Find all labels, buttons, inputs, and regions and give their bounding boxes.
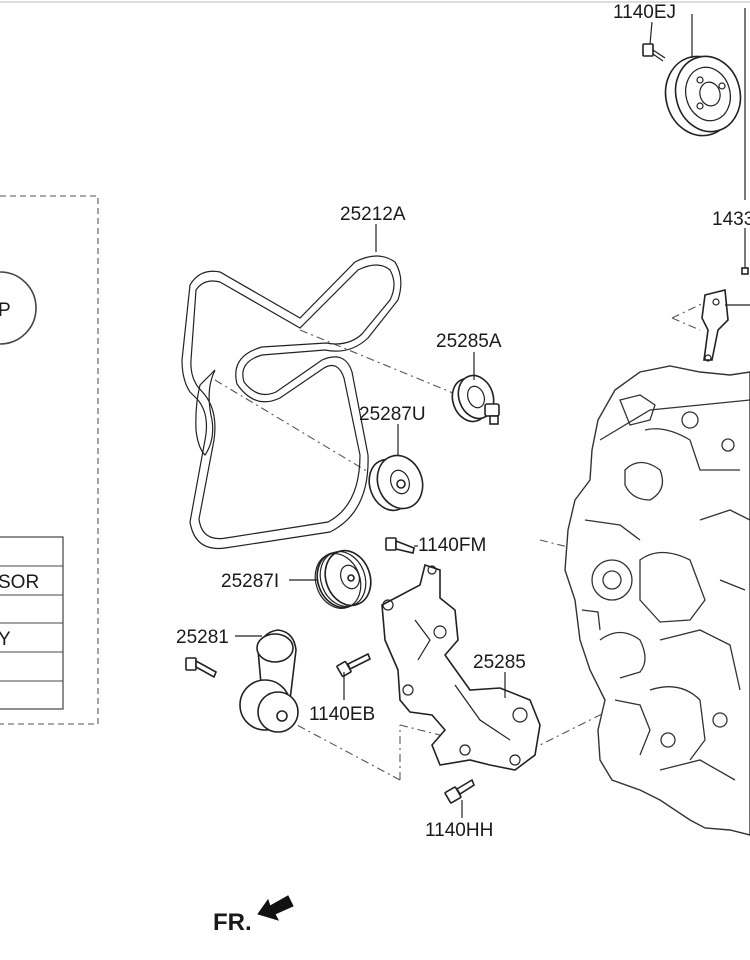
label-25287i: 25287I (221, 571, 279, 592)
label-25285a: 25285A (436, 331, 502, 352)
bolt-1140eb (336, 652, 372, 678)
legend-row-text: SOR (0, 572, 39, 593)
bolt-1140hh (444, 778, 475, 804)
label-25212a: 25212A (340, 204, 406, 225)
label-25281: 25281 (176, 627, 229, 648)
front-arrow-icon (257, 895, 294, 921)
label-25287u: 25287U (359, 404, 426, 425)
centerline-25281 (281, 716, 401, 781)
legend-panel: P SOR Y (0, 195, 99, 725)
centerline-25285a (299, 329, 471, 401)
centerline-25281-c (399, 724, 461, 741)
bracket-25285 (381, 563, 541, 771)
tensioner-25281 (239, 629, 299, 733)
legend-table: SOR Y (0, 536, 64, 710)
leader-1140ej-bolt (649, 21, 653, 45)
legend-dashed-frame (0, 195, 99, 725)
centerline-25287u (214, 379, 396, 489)
centerline-engine-top-b (671, 317, 701, 331)
bolt-1140ej (642, 43, 666, 62)
label-1140eb: 1140EB (309, 704, 375, 725)
bolt-25281 (185, 657, 218, 679)
drive-belt (181, 255, 402, 550)
legend-row-text: Y (0, 629, 11, 650)
grooved-pulley-25287i (314, 549, 372, 609)
label-1140ej: 1140EJ (613, 2, 676, 23)
label-1140fm: 1140FM (418, 535, 486, 556)
sensor-bracket (701, 267, 750, 362)
crankshaft-pulley (664, 55, 742, 137)
legend-symbol-circle (0, 271, 37, 345)
centerline-engine-top (671, 299, 711, 319)
part-labels: 1140EJ 1433 25212A 25285A 25287U 1140FM … (176, 2, 750, 841)
idler-pulley-25287u (368, 454, 424, 512)
engine-block (564, 365, 750, 836)
label-1140hh: 1140HH (425, 820, 493, 841)
bolt-1140fm (385, 537, 415, 554)
front-label: FR. (213, 909, 252, 936)
leader-lines (235, 8, 746, 818)
label-1433: 1433 (712, 209, 750, 230)
idler-pulley-25285a (451, 374, 500, 425)
front-direction-indicator: FR. (213, 895, 294, 936)
legend-circle-text: P (0, 300, 11, 321)
label-25285: 25285 (473, 652, 526, 673)
